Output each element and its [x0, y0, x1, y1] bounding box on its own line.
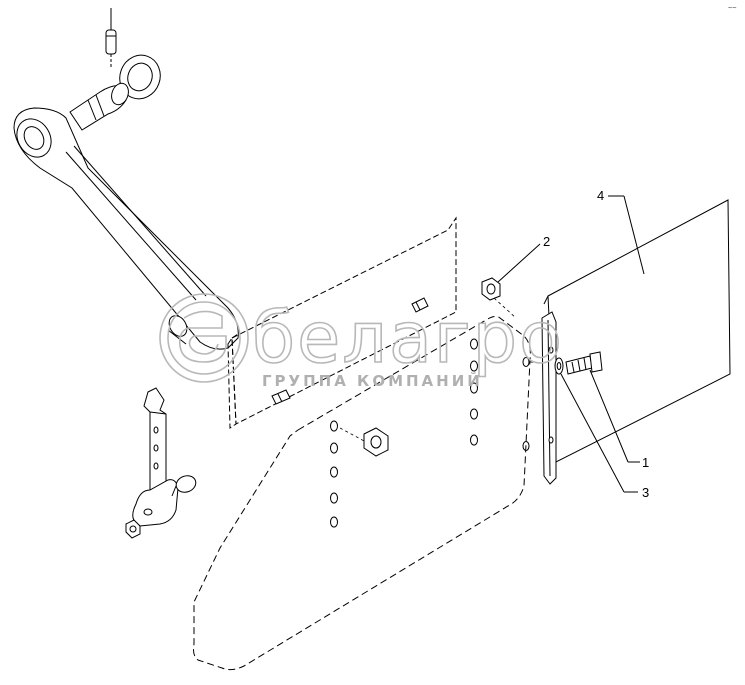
hex-nut-item-2	[481, 277, 501, 301]
callout-label-1: 1	[642, 455, 649, 470]
watermark: белагро ГРУППА КОМПАНИЙ	[159, 293, 564, 390]
lever-arm	[13, 82, 239, 350]
mounting-plate	[227, 216, 457, 429]
callout-2: 2	[497, 234, 550, 283]
top-pin	[105, 8, 117, 68]
hex-nut-lower	[363, 427, 389, 457]
callout-1: 1	[589, 369, 649, 470]
corner-mark: ~~	[728, 4, 736, 12]
lower-bracket	[132, 387, 197, 527]
washer-item-3	[554, 357, 564, 375]
rubber-flap-item-4	[543, 199, 731, 463]
watermark-brand: белагро	[252, 297, 564, 379]
callout-label-2: 2	[543, 234, 550, 249]
callout-label-4: 4	[597, 188, 604, 203]
panel-holes-left	[330, 420, 338, 528]
callout-3: 3	[560, 373, 649, 500]
stud-lower	[271, 389, 291, 405]
callout-label-3: 3	[642, 485, 649, 500]
flap-strip	[541, 311, 557, 485]
bolt-item-1	[565, 351, 603, 375]
watermark-logo-icon	[159, 293, 249, 383]
small-nut-lower	[125, 519, 141, 539]
callout-4: 4	[597, 188, 645, 275]
stud-upper	[411, 297, 429, 313]
shield-panel	[193, 315, 531, 671]
washer	[119, 54, 161, 100]
panel-holes-right	[470, 338, 530, 451]
watermark-subtitle: ГРУППА КОМПАНИЙ	[262, 371, 483, 390]
